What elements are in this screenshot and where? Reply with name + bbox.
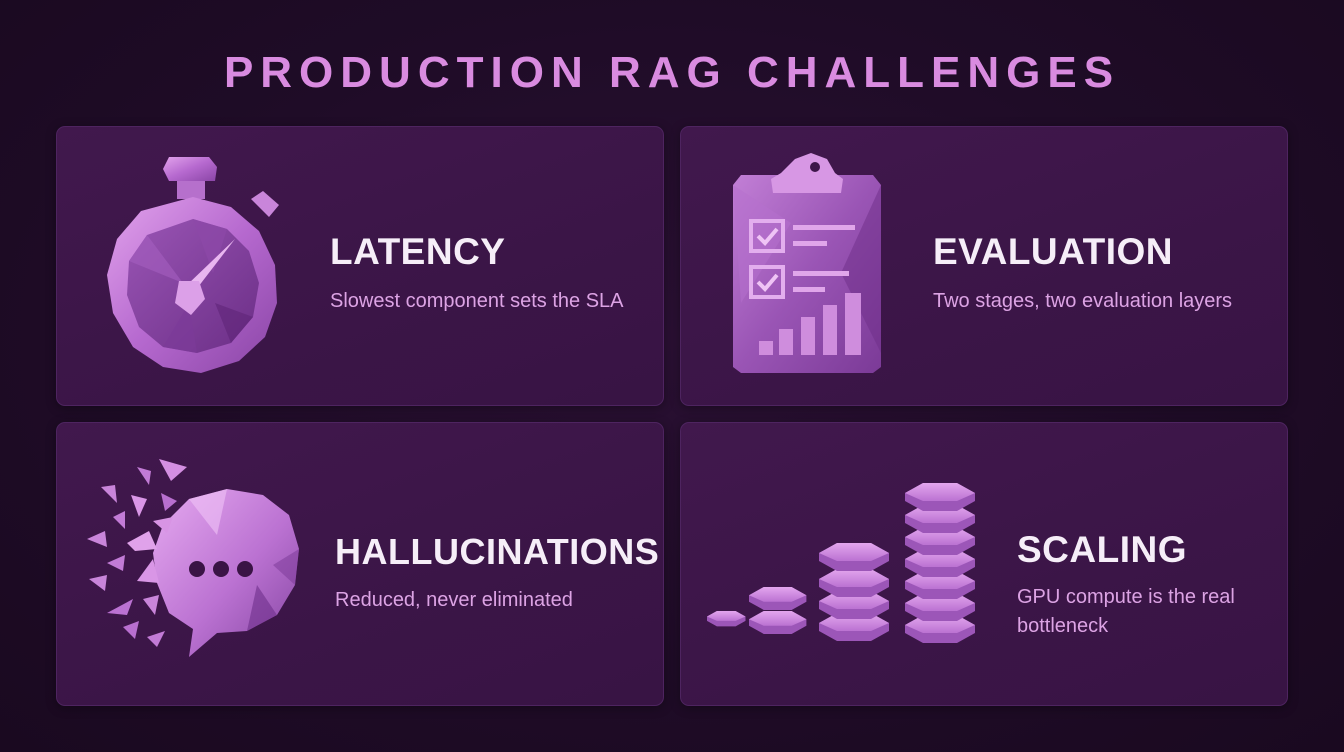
card-title: EVALUATION [933,231,1174,272]
stacked-hexagon-coins-icon [707,483,975,643]
card-hallucinations: HALLUCINATIONS Reduced, never eliminated [56,422,664,706]
card-description: Reduced, never eliminated [335,589,573,611]
card-title: HALLUCINATIONS [335,531,660,572]
stopwatch-icon [107,157,279,373]
card-scaling: SCALING GPU compute is the real bottlene… [680,422,1288,706]
card-evaluation: EVALUATION Two stages, two evaluation la… [680,126,1288,406]
page-title: PRODUCTION RAG CHALLENGES [223,48,1121,97]
card-latency: LATENCY Slowest component sets the SLA [56,126,664,406]
card-description: GPU compute is the real bottleneck [1017,586,1235,637]
shattering-chat-bubble-icon [87,459,299,657]
card-title: LATENCY [330,231,506,272]
clipboard-checklist-chart-icon [733,153,881,373]
card-description: Two stages, two evaluation layers [933,290,1233,312]
card-description: Slowest component sets the SLA [330,290,624,312]
card-title: SCALING [1017,529,1187,570]
